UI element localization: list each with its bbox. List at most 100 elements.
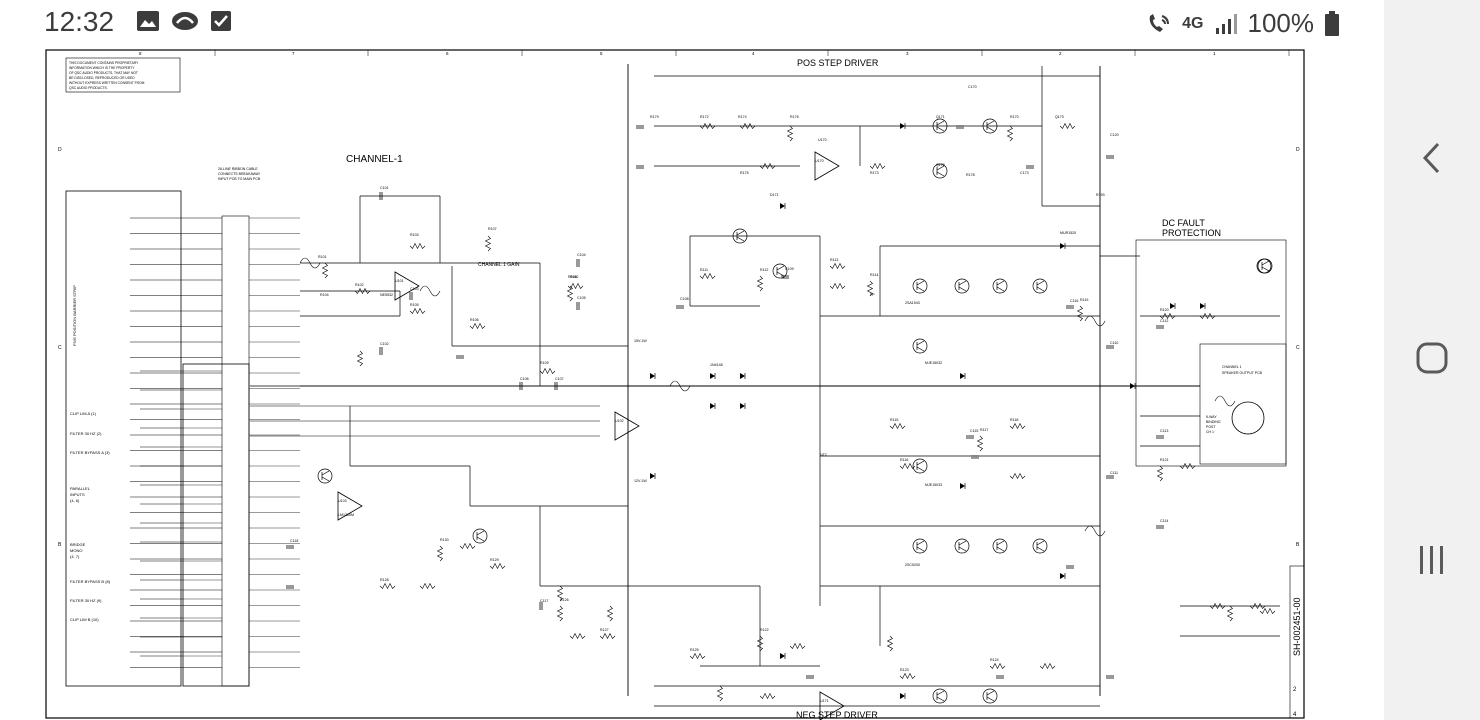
resistor: [379, 582, 396, 590]
sheet-number: 4: [1293, 712, 1297, 718]
capacitor: [379, 347, 383, 355]
speaker-output-box: [1199, 343, 1287, 465]
pos-driver-title: POS STEP DRIVER: [797, 58, 879, 68]
resistor: [756, 275, 764, 292]
resistor: [899, 462, 916, 470]
image-icon: [137, 11, 159, 31]
component-label: R119: [1080, 298, 1088, 302]
diode: [1060, 573, 1066, 579]
transistor: [992, 278, 1008, 294]
capacitor: [576, 259, 580, 267]
component-label: R104: [320, 293, 329, 297]
fault-transistor: [1256, 258, 1272, 274]
component-label: U171: [820, 699, 829, 703]
home-icon: [1416, 342, 1448, 374]
op-amp: [337, 491, 363, 521]
schematic-drawing: THIS DOCUMENT CONTAINS PROPRIETARYINFORM…: [45, 49, 1305, 720]
capacitor: [1156, 435, 1164, 439]
network-type: 4G: [1182, 14, 1204, 32]
capacitor: [806, 675, 814, 679]
component-label: R129: [490, 558, 499, 562]
resistor: [1009, 472, 1026, 480]
component-label: C112: [1160, 319, 1168, 323]
waveform: [1084, 315, 1106, 327]
component-label: C118: [290, 539, 298, 543]
transistor: [1032, 538, 1048, 554]
row-letter: B: [58, 542, 62, 548]
capacitor: [676, 305, 684, 309]
capacitor: [539, 602, 543, 610]
component-label: LM1360M: [338, 513, 354, 517]
resistor: [829, 262, 846, 270]
column-number: 5: [600, 51, 603, 56]
title-strip: [1289, 565, 1305, 719]
capacitor: [519, 382, 523, 390]
column-number: 8: [139, 51, 142, 56]
diode: [900, 123, 906, 129]
component-label: R108: [568, 275, 577, 279]
resistor: [759, 162, 776, 170]
disclaimer-line: THIS DOCUMENT CONTAINS PROPRIETARY: [69, 61, 139, 65]
resistor: [759, 692, 776, 700]
wires: [130, 64, 1280, 707]
component-label: Q170: [1055, 115, 1064, 119]
component-label: MUR1520: [1060, 231, 1076, 235]
capacitor: [1106, 345, 1114, 349]
left-label: FILTER BYPASS B (8): [70, 579, 111, 584]
resistor: [567, 282, 584, 290]
component-label: R176: [790, 115, 799, 119]
diode: [1200, 303, 1206, 309]
resistor: [739, 122, 756, 130]
neg-driver-title: NEG STEP DRIVER: [796, 710, 878, 720]
capacitor: [554, 382, 558, 390]
component-label: U103: [338, 499, 347, 503]
status-time: 12:32: [44, 6, 115, 37]
back-button[interactable]: [1384, 118, 1480, 198]
component-label: 2SC5200: [905, 563, 920, 567]
diode: [710, 403, 716, 409]
resistor: [556, 605, 564, 622]
left-label: CLIP LIM B (10): [70, 617, 99, 622]
left-label: FILTER 30 HZ (2): [70, 431, 102, 436]
component-label: R120: [1160, 308, 1169, 312]
resistor: [354, 287, 371, 295]
component-label: C113: [1160, 429, 1168, 433]
capacitor: [636, 165, 644, 169]
capacitor: [1026, 165, 1034, 169]
component-label: C104: [577, 253, 586, 257]
component-label: 1N4148: [710, 363, 723, 367]
channel-title: CHANNEL-1: [346, 154, 403, 165]
component-label: FP: [870, 293, 875, 297]
component-label: R173: [870, 171, 879, 175]
diode: [960, 373, 966, 379]
row-letter: C: [1296, 345, 1300, 351]
transistor: [954, 278, 970, 294]
component-label: U170: [815, 159, 824, 163]
component-label: C111: [1110, 471, 1118, 475]
transistor: [317, 468, 333, 484]
component-label: R179: [650, 115, 659, 119]
resistor: [886, 635, 894, 652]
transistor: [912, 338, 928, 354]
recents-button[interactable]: [1384, 520, 1480, 600]
left-labels: CLIP LIM A (1)FILTER 30 HZ (2)FILTER BYP…: [70, 411, 111, 622]
component-label: R110: [570, 275, 578, 279]
resistor: [786, 125, 794, 142]
home-button[interactable]: [1384, 318, 1480, 398]
capacitor: [1156, 525, 1164, 529]
component-label: R111: [700, 268, 708, 272]
check-box-icon: [211, 11, 231, 31]
diode: [780, 203, 786, 209]
diode: [900, 693, 906, 699]
diode: [1170, 303, 1176, 309]
column-number: 6: [446, 51, 449, 56]
waveform: [419, 285, 441, 297]
left-label: FILTER 30 HZ (9): [70, 598, 102, 603]
transistor: [932, 163, 948, 179]
left-label: MONO: [70, 548, 82, 553]
component-label: C120: [1110, 133, 1119, 137]
column-number: 1: [1213, 51, 1216, 56]
